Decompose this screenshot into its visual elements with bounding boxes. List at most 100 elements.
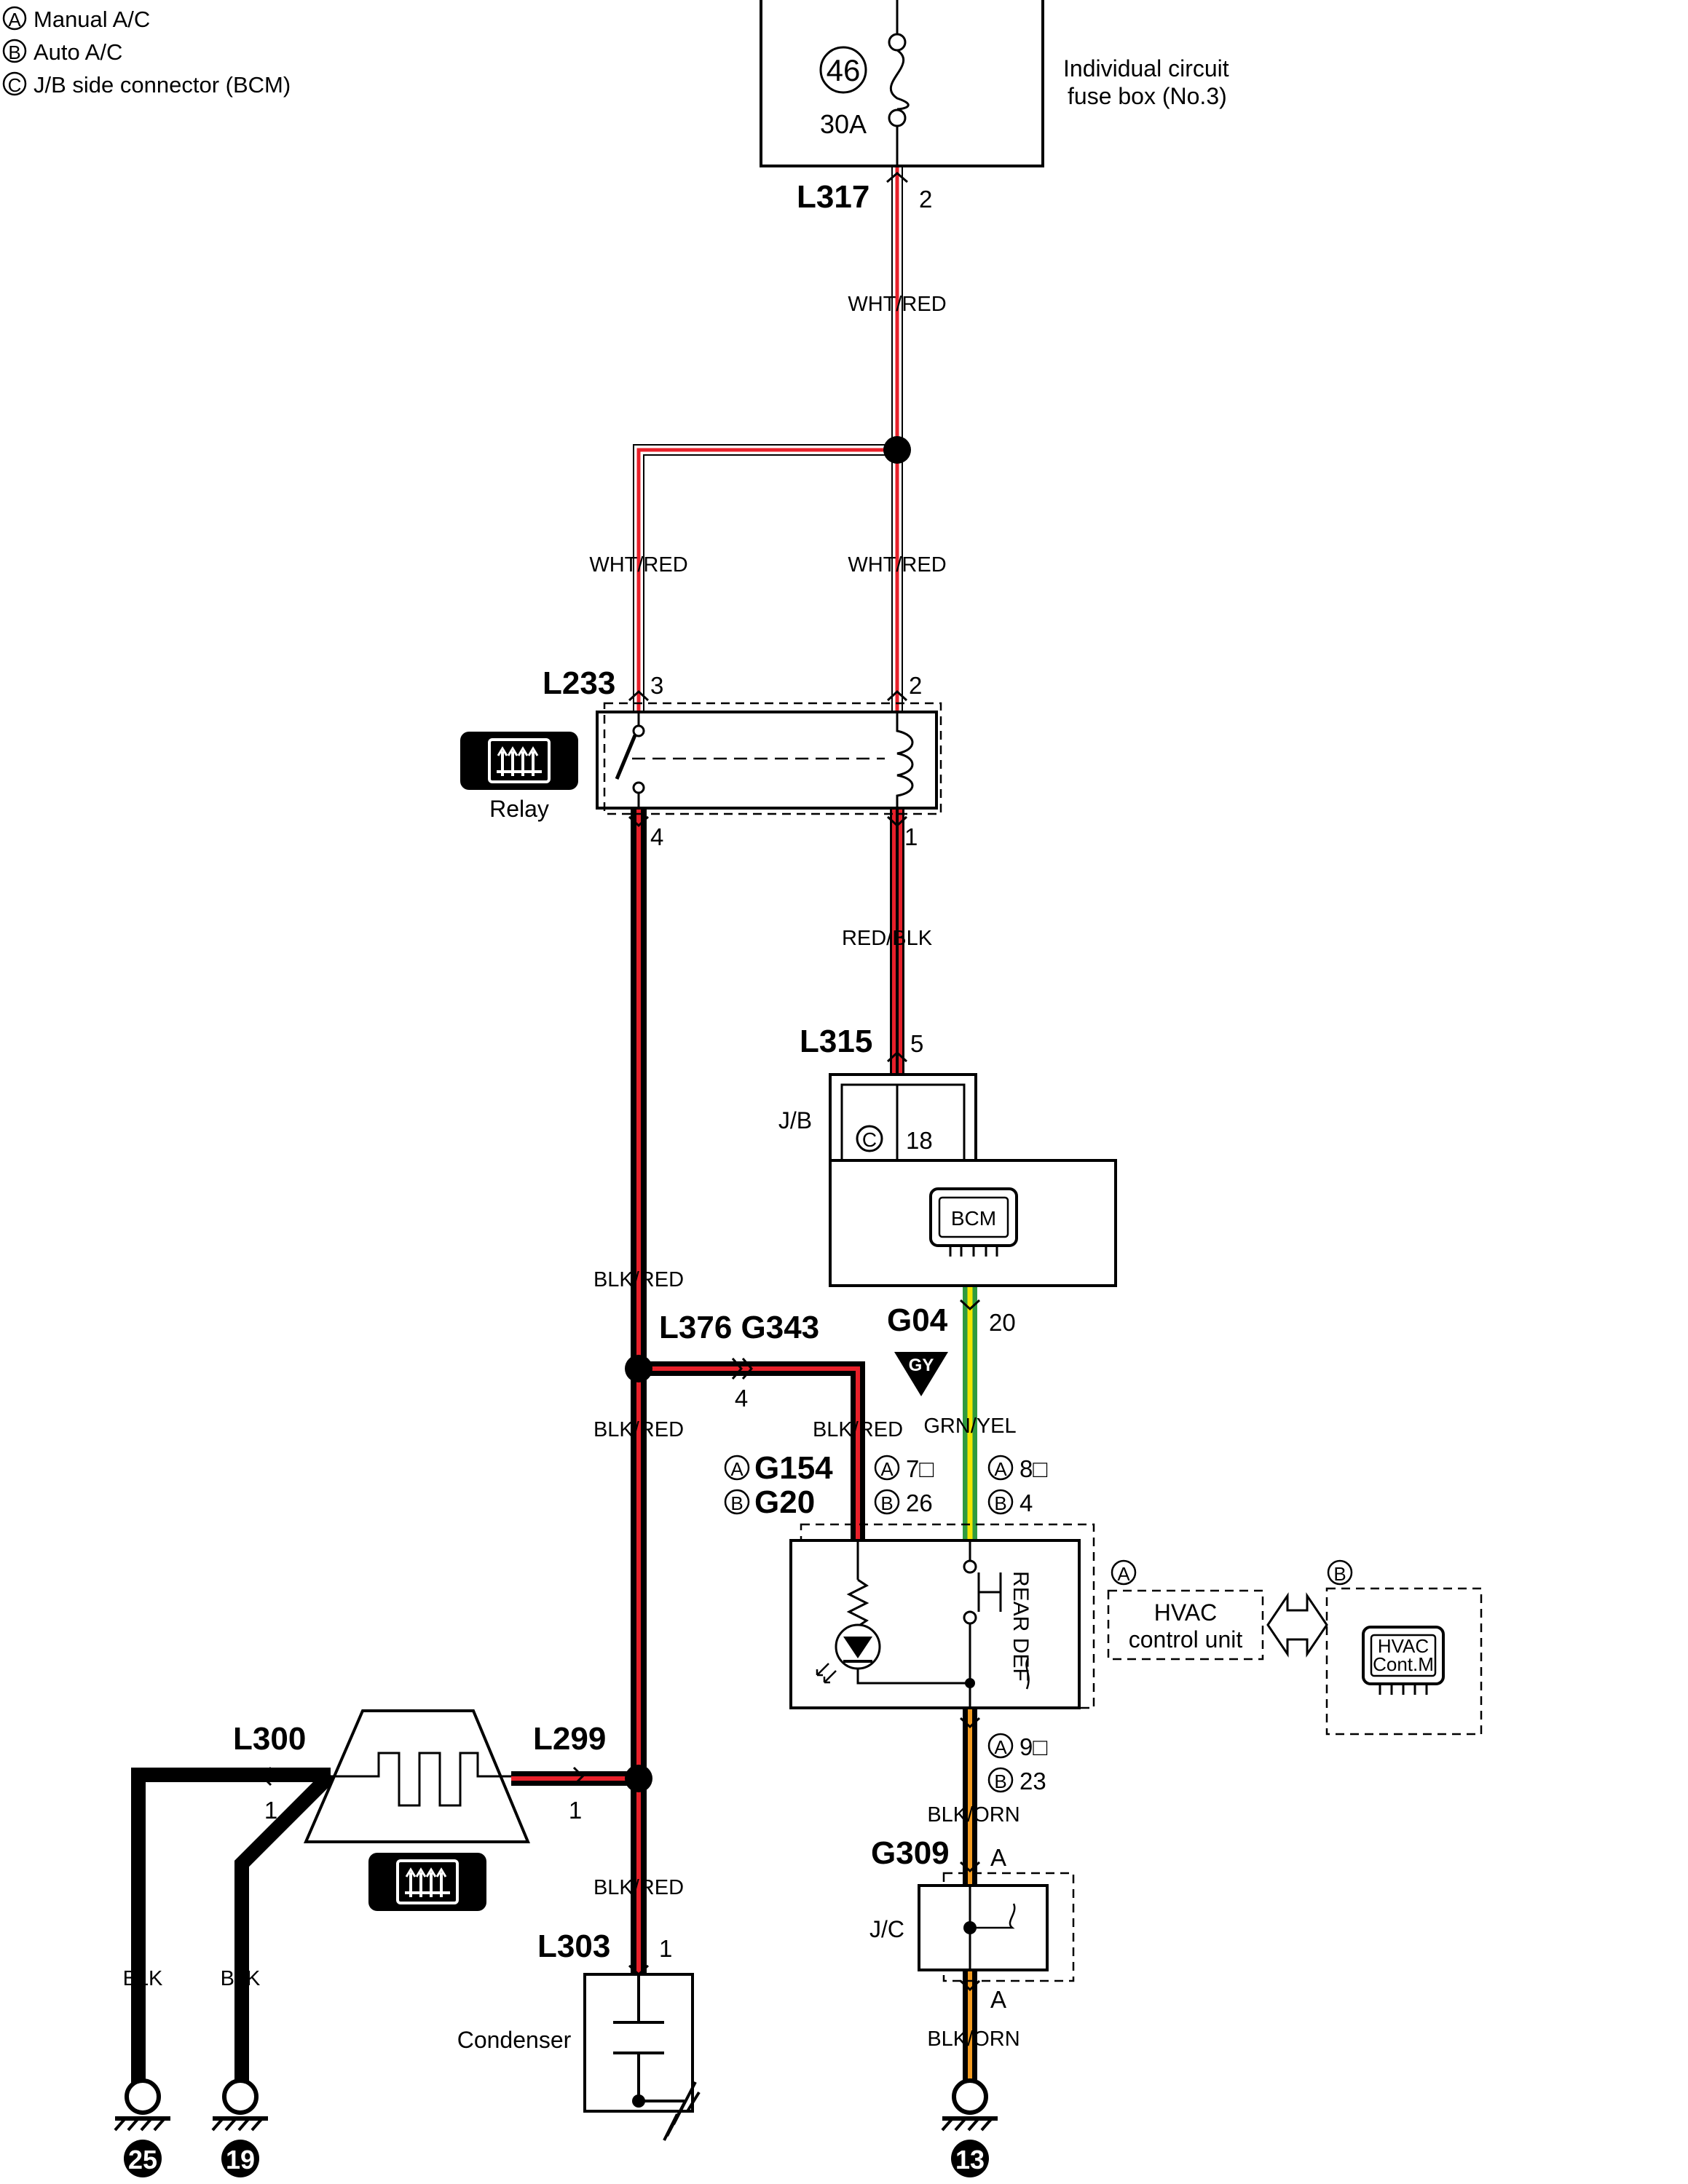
connector-g154-code: G154 [754,1450,833,1486]
wire-label-blk-1: BLK [123,1967,163,1990]
wire-label-grn-yel: GRN/YEL [923,1415,1016,1438]
pin-b4-text: 4 [1019,1489,1033,1516]
condenser-label: Condenser [457,2027,572,2053]
rear-defogger-icon-lower [368,1853,486,1911]
connector-l299-pin: 1 [569,1797,582,1824]
connector-l376-code: L376 G343 [659,1310,819,1345]
wire-label-wht-red-3: WHT/RED [848,553,946,577]
bcm-label: BCM [951,1207,996,1230]
pin-a8-mark: A [994,1458,1007,1480]
connector-g04-color: GY [909,1356,934,1375]
connector-l233-mark-1 [886,815,908,828]
connector-l315-mark [886,1051,908,1063]
wire-blk-red-switch [639,1361,865,1542]
connector-l300-pin: 1 [264,1797,277,1824]
connector-l233-pin-1: 1 [904,823,918,850]
jc-label: J/C [869,1916,904,1942]
hvac-unit-label-1: HVAC [1154,1599,1218,1626]
connector-g309-pin-top: A [990,1844,1006,1871]
chassis-ground-icon [663,2081,701,2141]
rear-def-label: REAR DEF [1009,1571,1033,1682]
jb-connector-pin: 18 [906,1127,933,1154]
connector-switch-bottom-mark [959,1717,981,1729]
jb-label: J/B [778,1107,812,1133]
hvac-module-mark: B [1333,1563,1346,1585]
rear-defogger-element [303,1709,530,1843]
connector-g04-code: G04 [887,1302,948,1338]
connector-l303-pin: 1 [659,1935,672,1962]
ground-19-number: 19 [226,2145,255,2175]
wire-label-wht-red-1: WHT/RED [848,293,946,316]
splice-top [883,436,911,464]
splice-low [625,1765,652,1792]
connector-l300-mark [260,1766,272,1787]
hvac-module-icon [1362,1626,1445,1695]
connector-l317-code: L317 [797,179,869,215]
connector-l317-pin: 2 [919,186,932,213]
connector-g20-code: G20 [754,1484,815,1520]
connector-l299-mark [572,1766,585,1787]
connector-g309-mark-bottom [959,1979,981,1992]
connector-l233-mark-3 [628,689,650,702]
connector-g309-pin-bottom: A [990,1986,1006,2013]
connector-l233-mark-4 [628,815,650,828]
hvac-module-box [1325,1587,1483,1736]
wire-label-blk-red-4: BLK/RED [593,1876,684,1899]
hvac-module-label-1: HVAC [1378,1635,1429,1657]
jb-connector-mark: C [862,1128,877,1151]
connector-l303-code: L303 [537,1928,610,1964]
connector-l233-mark-2 [886,689,908,702]
fuse-box-label-1: Individual circuit [1063,55,1229,82]
connector-g309-code: G309 [871,1835,950,1871]
fuse-number: 46 [827,53,861,87]
legend-auto-ac: Auto A/C [33,39,122,65]
connector-l299-code: L299 [533,1721,606,1757]
hvac-unit-label-2: control unit [1129,1626,1243,1653]
gray-connector-badge: GY [894,1352,948,1396]
wire-label-blk-red-2: BLK/RED [593,1418,684,1441]
pin-b26-text: 26 [906,1489,933,1516]
connector-g309-mark-top [959,1861,981,1873]
joint-connector [918,1872,1075,1982]
legend-mark-b: B [8,41,20,63]
legend-jb-side-connector: J/B side connector (BCM) [33,72,291,98]
ground-13: 13 [941,2078,998,2177]
legend-mark-a: A [8,9,21,31]
relay-l233 [596,702,942,815]
splice-mid [625,1355,652,1382]
connector-l300-code: L300 [233,1721,306,1757]
ground-13-number: 13 [955,2145,985,2175]
pin-b26-mark: B [880,1492,893,1514]
rear-defogger-icon [460,732,578,790]
wire-label-blk-orn-1: BLK/ORN [927,1803,1019,1827]
connector-g154-mark: A [730,1458,744,1480]
legend: A Manual A/C B Auto A/C C J/B side conne… [2,6,291,98]
connector-l317-mark [886,172,908,183]
connector-g04-mark [959,1299,981,1311]
fuse-box-label-2: fuse box (No.3) [1068,83,1227,109]
relay-label: Relay [489,796,549,822]
condenser [583,1973,701,2141]
wire-label-blk-orn-2: BLK/ORN [927,2027,1019,2051]
pin-a7-text: 7□ [906,1455,934,1482]
pin-b23-text: 23 [1019,1768,1046,1795]
wire-blk-grounds [131,1768,336,2089]
pin-a9-mark: A [994,1736,1007,1758]
rear-def-switch [789,1523,1095,1709]
pin-b4-mark: B [994,1492,1006,1514]
connector-g04-pin: 20 [989,1309,1016,1336]
wire-label-red-blk: RED/BLK [842,927,933,950]
hvac-control-unit-box [1107,1589,1264,1661]
hvac-module-label-2: Cont.M [1373,1653,1434,1675]
connector-l315-pin: 5 [910,1030,923,1057]
ground-19: 19 [211,2078,268,2177]
legend-manual-ac: Manual A/C [33,7,150,32]
fuse-box: 46 30A [760,0,1044,167]
connector-g20-mark: B [730,1492,743,1514]
wire-label-blk-red-3: BLK/RED [813,1418,903,1441]
ground-25-number: 25 [128,2145,157,2175]
connector-l233-pin-4: 4 [650,823,663,850]
pin-a7-mark: A [880,1458,894,1480]
ground-25: 25 [114,2078,170,2177]
